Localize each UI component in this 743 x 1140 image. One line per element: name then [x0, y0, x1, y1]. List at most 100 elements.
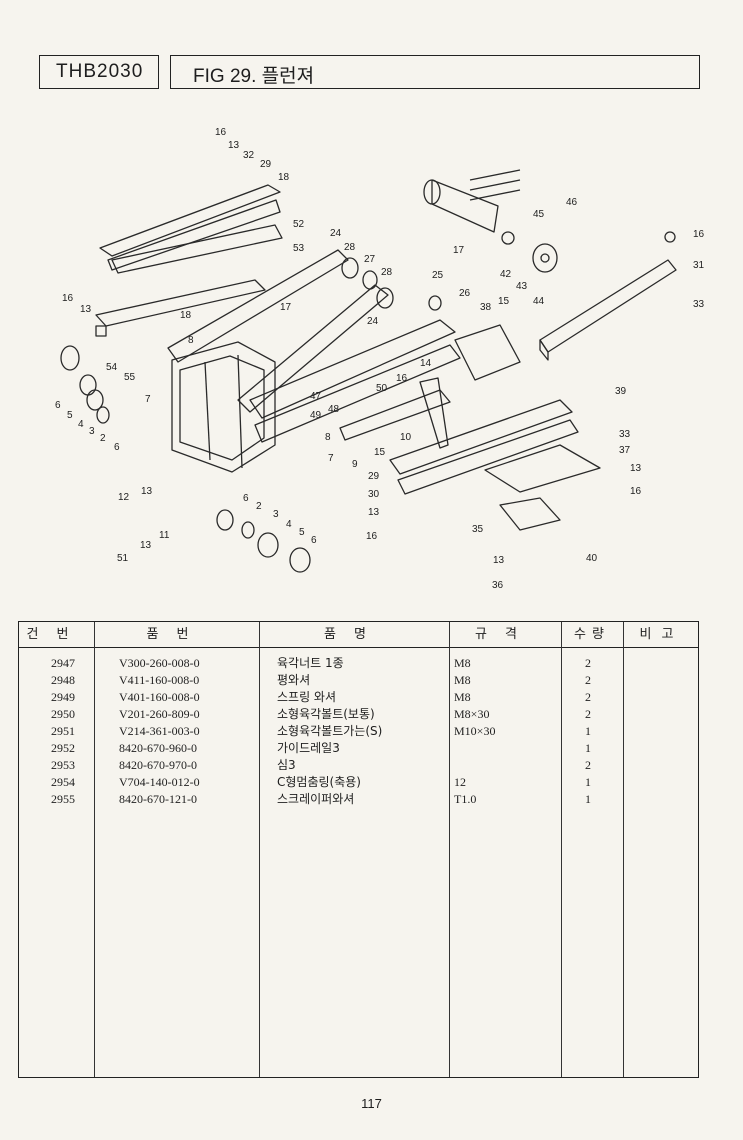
- callout-label: 17: [280, 302, 292, 313]
- part-spec: 12: [454, 775, 466, 789]
- item-number: 2951: [51, 724, 75, 738]
- item-number: 2948: [51, 673, 75, 687]
- callout-label: 8: [188, 335, 194, 346]
- callout-label: 49: [310, 410, 322, 421]
- part-quantity: 1: [585, 792, 591, 806]
- part-name: 육각너트 1종: [277, 656, 344, 670]
- part-spec: M8: [454, 656, 471, 670]
- part-spec: M8: [454, 673, 471, 687]
- callout-label: 5: [67, 410, 73, 421]
- part-number: 8420-670-121-0: [119, 792, 197, 806]
- header-part-number: 품번: [146, 627, 207, 642]
- callout-label: 29: [368, 471, 380, 482]
- header-remarks: 비고: [639, 627, 684, 642]
- callout-label: 42: [500, 269, 512, 280]
- callout-label: 13: [630, 463, 642, 474]
- callout-label: 27: [364, 254, 376, 265]
- part-quantity: 2: [585, 758, 591, 772]
- callout-label: 55: [124, 372, 136, 383]
- callout-label: 29: [260, 159, 272, 170]
- callout-label: 43: [516, 281, 528, 292]
- callout-label: 4: [78, 419, 84, 430]
- swing-arms: [167, 249, 389, 413]
- part-quantity: 2: [585, 707, 591, 721]
- callout-label: 15: [498, 296, 510, 307]
- callout-label: 3: [273, 509, 279, 520]
- callout-label: 38: [480, 302, 492, 313]
- callout-label: 28: [381, 267, 393, 278]
- exploded-parts-diagram: 16 13 32 29 18 5 2 5 3 16 13 18 17 24 28 2…: [55, 127, 705, 591]
- callout-label: 31: [693, 260, 705, 271]
- callout-label: 16: [630, 486, 642, 497]
- table-row: 2955 8420-670-121-0 스크레이퍼와셔 T1.0 1: [19, 791, 698, 808]
- callout-label: 4: [286, 519, 292, 530]
- callout-label: 14: [420, 358, 432, 369]
- figure-title: FIG 29. 플런져: [193, 66, 315, 87]
- callout-label: 13: [141, 486, 153, 497]
- callout-label: 9: [352, 459, 358, 470]
- callout-label: 5: [299, 527, 305, 538]
- callout-label: 18: [278, 172, 290, 183]
- callout-label: 11: [159, 530, 170, 541]
- part-quantity: 2: [585, 656, 591, 670]
- part-quantity: 1: [585, 724, 591, 738]
- callout-label: 39: [615, 386, 627, 397]
- part-number: 8420-670-960-0: [119, 741, 197, 755]
- part-spec: T1.0: [454, 792, 477, 806]
- table-row: 2953 8420-670-970-0 심3 2: [19, 757, 698, 774]
- callout-label: 18: [180, 310, 192, 321]
- callout-label: 6: [55, 400, 61, 411]
- callout-label: 2: [256, 501, 262, 512]
- table-row: 2949 V401-160-008-0 스프링 와셔 M8 2: [19, 689, 698, 706]
- part-name: 소형육각볼트가는(S): [277, 724, 383, 738]
- part-name: 가이드레일3: [277, 741, 340, 755]
- upper-guide-rails: [95, 184, 283, 337]
- part-name: 평와셔: [277, 673, 311, 687]
- callout-label: 13: [228, 140, 240, 151]
- callout-label: 13: [493, 555, 505, 566]
- table-row: 2948 V411-160-008-0 평와셔 M8 2: [19, 672, 698, 689]
- callout-label: 28: [344, 242, 356, 253]
- callout-label: 3: [89, 426, 95, 437]
- table-row: 2951 V214-361-003-0 소형육각볼트가는(S) M10×30 1: [19, 723, 698, 740]
- part-number: V401-160-008-0: [119, 690, 200, 704]
- callout-label: 13: [80, 304, 92, 315]
- part-quantity: 1: [585, 775, 591, 789]
- item-number: 2950: [51, 707, 75, 721]
- part-drawings: [60, 169, 677, 573]
- header-item-number: 건번: [26, 627, 87, 642]
- bushing-rings: [60, 231, 676, 573]
- callout-label: 48: [328, 404, 340, 415]
- callout-label: 40: [586, 553, 598, 564]
- callout-label: 24: [330, 228, 342, 239]
- callout-label: 50: [376, 383, 388, 394]
- part-name: 스프링 와셔: [277, 690, 337, 704]
- callout-label: 36: [492, 580, 504, 591]
- callout-label: 13: [140, 540, 152, 551]
- part-name: 스크레이퍼와셔: [277, 792, 355, 806]
- callout-label: 16: [215, 127, 227, 138]
- callout-label: 45: [533, 209, 545, 220]
- callout-numbers: 16 13 32 29 18 5 2 5 3 16 13 18 17 24 28 2…: [55, 127, 705, 591]
- part-name: 심3: [277, 758, 296, 772]
- item-number: 2949: [51, 690, 75, 704]
- callout-label: 44: [533, 296, 545, 307]
- table-row: 2952 8420-670-960-0 가이드레일3 1: [19, 740, 698, 757]
- column-divider: [561, 622, 562, 1077]
- table-row: 2947 V300-260-008-0 육각너트 1종 M8 2: [19, 655, 698, 672]
- callout-label: 6: [114, 442, 120, 453]
- callout-label: 10: [400, 432, 412, 443]
- callout-label: 6: [311, 535, 317, 546]
- parts-table: 건번 품번 품명 규격 수량 비고 2947 V300-260-008-0 육각…: [18, 621, 699, 1078]
- callout-label: 33: [619, 429, 631, 440]
- table-row: 2954 V704-140-012-0 C형멈춤링(축용) 12 1: [19, 774, 698, 791]
- part-quantity: 1: [585, 741, 591, 755]
- part-number: 8420-670-970-0: [119, 758, 197, 772]
- part-name: 소형육각볼트(보통): [277, 707, 375, 721]
- figure-title-box: FIG 29. 플런져: [170, 55, 700, 89]
- callout-label: 32: [243, 150, 255, 161]
- part-number: V201-260-809-0: [119, 707, 200, 721]
- right-hand-assembly: [339, 259, 677, 531]
- callout-label: 47: [310, 391, 322, 402]
